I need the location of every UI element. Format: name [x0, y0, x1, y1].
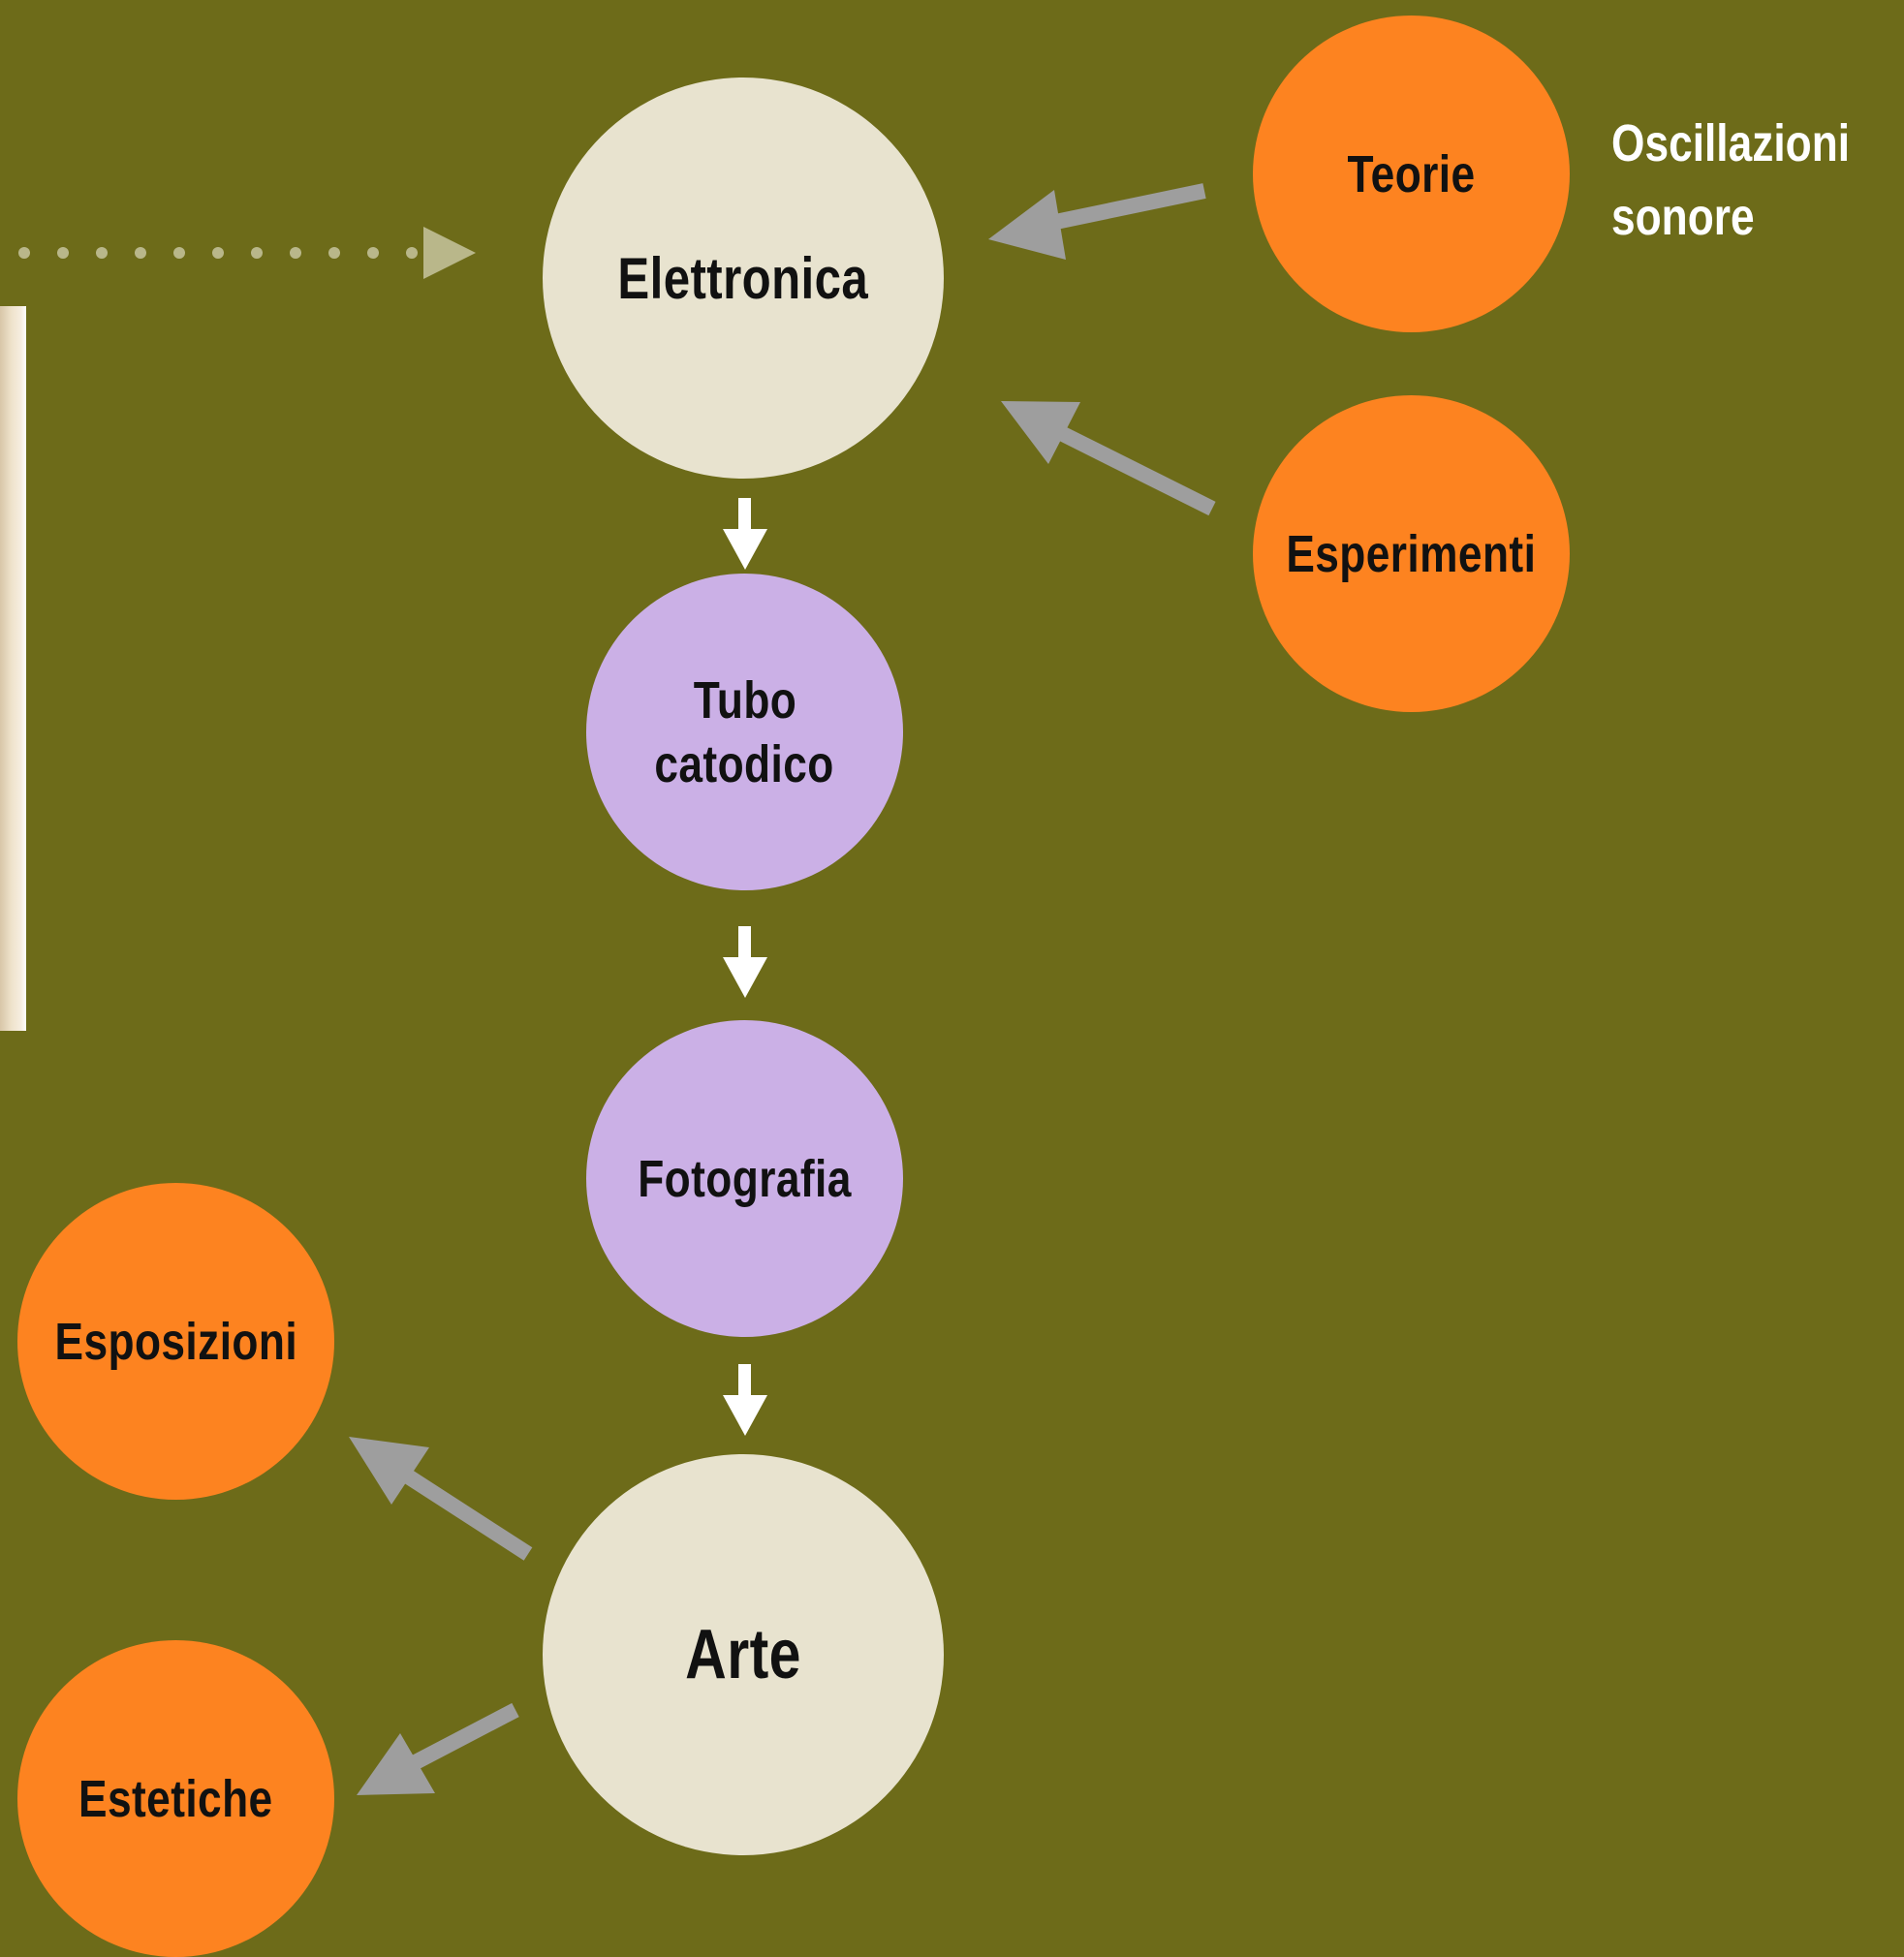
node-fotografia: Fotografia	[586, 1020, 903, 1337]
side-note-line2: sonore	[1611, 188, 1755, 246]
photo-strip-image	[0, 306, 26, 1031]
arrow-esperimenti-to-elettronica	[1001, 401, 1216, 516]
node-fotografia-label: Fotografia	[638, 1149, 852, 1208]
arrow-teorie-to-elettronica	[988, 183, 1206, 260]
node-tubo-catodico-label-line2: catodico	[654, 734, 835, 793]
side-note-line1: Oscillazioni	[1611, 114, 1851, 172]
node-teorie-label: Teorie	[1347, 144, 1476, 203]
node-esperimenti: Esperimenti	[1253, 395, 1570, 712]
node-elettronica-label: Elettronica	[617, 245, 869, 311]
arrow-elettronica-to-tubo	[723, 498, 767, 570]
arrow-arte-to-estetiche	[357, 1702, 519, 1795]
node-estetiche-label: Estetiche	[78, 1769, 273, 1828]
node-esposizioni-label: Esposizioni	[54, 1312, 297, 1371]
node-arte: Arte	[543, 1454, 944, 1855]
node-elettronica: Elettronica	[543, 78, 944, 479]
node-tubo-catodico: Tubo catodico	[586, 574, 903, 890]
arrow-fotografia-to-arte	[723, 1364, 767, 1436]
node-teorie: Teorie	[1253, 16, 1570, 332]
node-arte-label: Arte	[685, 1616, 801, 1693]
arrow-arte-to-esposizioni	[349, 1437, 533, 1561]
node-tubo-catodico-label-line1: Tubo	[693, 670, 796, 730]
node-esperimenti-label: Esperimenti	[1286, 524, 1537, 583]
side-note-oscillazioni-sonore: Oscillazioni sonore	[1611, 107, 1850, 254]
arrow-tubo-to-fotografia	[723, 926, 767, 998]
dotted-arrow	[18, 227, 476, 279]
node-estetiche: Estetiche	[17, 1640, 334, 1957]
node-esposizioni: Esposizioni	[17, 1183, 334, 1500]
